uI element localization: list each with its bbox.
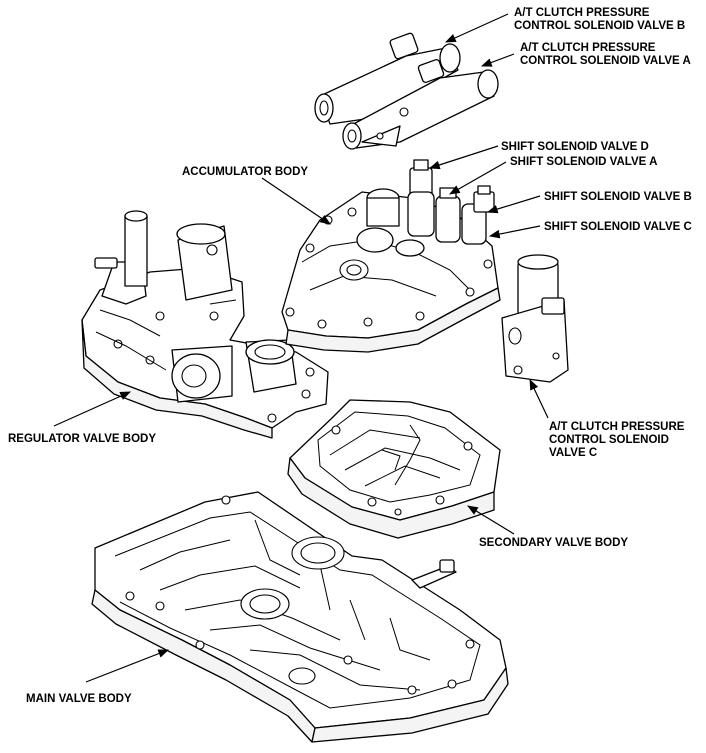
label-main-valve-body: MAIN VALVE BODY <box>26 693 132 705</box>
leader-secondary <box>467 505 515 535</box>
leader-accumulator <box>261 177 331 225</box>
leader-shift-c <box>488 225 541 239</box>
leader-ap-valve-c <box>529 379 549 419</box>
secondary-valve-body-drawing <box>287 399 501 539</box>
label-shift-solenoid-d: SHIFT SOLENOID VALVE D <box>501 141 649 153</box>
leader-regulator <box>53 391 131 427</box>
leader-main <box>85 649 170 683</box>
label-ap-valve-a: A/T CLUTCH PRESSURE CONTROL SOLENOID VAL… <box>520 42 691 67</box>
label-accumulator-body: ACCUMULATOR BODY <box>182 166 308 178</box>
leader-shift-d <box>428 145 499 170</box>
leader-shift-b <box>486 195 541 214</box>
label-shift-solenoid-c: SHIFT SOLENOID VALVE C <box>544 221 692 233</box>
label-ap-valve-b: A/T CLUTCH PRESSURE CONTROL SOLENOID VAL… <box>514 7 685 32</box>
leader-lines <box>53 13 549 683</box>
main-valve-body-drawing <box>91 491 509 743</box>
label-shift-solenoid-b: SHIFT SOLENOID VALVE B <box>544 191 692 203</box>
accumulator-body-drawing <box>281 159 501 353</box>
label-ap-valve-c: A/T CLUTCH PRESSURE CONTROL SOLENOID VAL… <box>549 421 688 459</box>
leader-ap-valve-b <box>445 13 509 43</box>
regulator-valve-body-drawing <box>81 210 329 439</box>
label-shift-solenoid-a: SHIFT SOLENOID VALVE A <box>510 156 657 168</box>
solenoid-valve-c-drawing <box>501 254 569 383</box>
label-secondary-valve-body: SECONDARY VALVE BODY <box>479 537 628 549</box>
label-regulator-valve-body: REGULATOR VALVE BODY <box>8 433 156 445</box>
leader-shift-a <box>449 161 507 195</box>
solenoid-valves-a-b-drawing <box>314 32 499 150</box>
leader-ap-valve-a <box>480 53 515 67</box>
